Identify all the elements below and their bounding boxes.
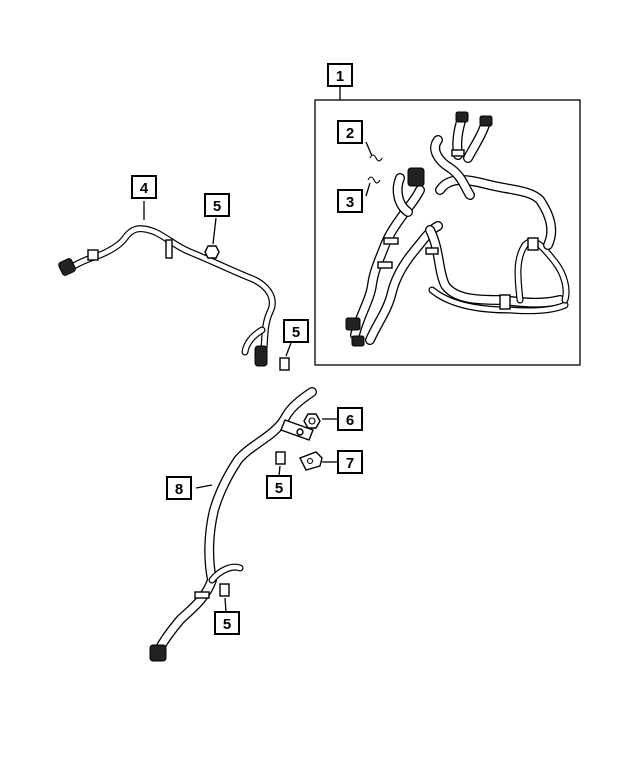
- callout-3: 3: [337, 189, 363, 213]
- bracket-7: [299, 451, 337, 471]
- leader-5d: [224, 597, 227, 613]
- leader-2: [365, 141, 373, 157]
- heater-hose-harness: [345, 111, 570, 347]
- hose-4: [58, 201, 276, 367]
- callout-8: 8: [166, 476, 192, 500]
- callout-label-5c: 5: [275, 480, 283, 497]
- callout-6: 6: [337, 407, 363, 431]
- fastener-5c: [275, 451, 286, 477]
- callout-label-7: 7: [346, 455, 354, 472]
- nut-6: [303, 413, 337, 429]
- leader-8: [195, 484, 213, 489]
- fastener-5b: [279, 342, 292, 371]
- callout-label-6: 6: [346, 412, 354, 429]
- callout-5d: 5: [214, 611, 240, 635]
- callout-label-8: 8: [175, 481, 183, 498]
- leader-5c: [278, 465, 281, 477]
- leader-5b: [285, 342, 292, 357]
- assembly-1-frame: [314, 99, 581, 366]
- fastener-5a: [204, 217, 220, 259]
- callout-4: 4: [131, 175, 157, 199]
- spring-clip-3: [367, 176, 381, 184]
- callout-label-5d: 5: [223, 616, 231, 633]
- callout-5b: 5: [283, 319, 309, 343]
- callout-label-3: 3: [346, 194, 354, 211]
- callout-label-5b: 5: [292, 324, 300, 341]
- leader-3: [365, 182, 371, 197]
- callout-2: 2: [337, 120, 363, 144]
- callout-5c: 5: [266, 475, 292, 499]
- callout-7: 7: [337, 450, 363, 474]
- leader-5a: [212, 217, 217, 245]
- callout-label-5a: 5: [213, 198, 221, 215]
- callout-label-2: 2: [346, 125, 354, 142]
- hose-8: [149, 387, 317, 662]
- callout-label-4: 4: [140, 180, 149, 197]
- callout-5a: 5: [204, 193, 230, 217]
- assembly-1-group: [314, 86, 581, 366]
- fastener-5d: [219, 583, 230, 613]
- callout-label-1: 1: [336, 68, 344, 85]
- callout-1: 1: [327, 63, 353, 87]
